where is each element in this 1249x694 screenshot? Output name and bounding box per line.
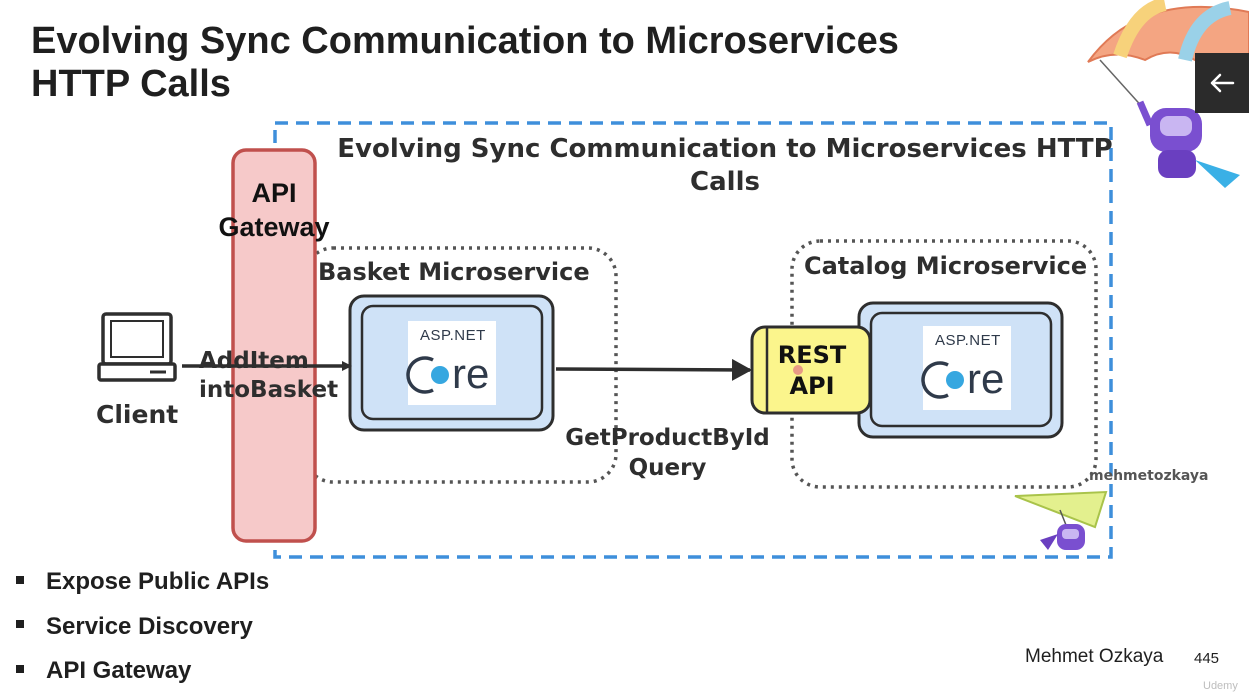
core-text-catalog: re [967,355,1005,402]
basket-microservice-label: Basket Microservice [318,258,590,286]
basket-to-catalog-arrow [555,358,752,381]
client-label: Client [96,400,179,429]
aspnet-label-basket: ASP.NET [420,327,486,344]
basket-boundary [303,246,618,484]
bullet-item: API Gateway [16,649,269,694]
core-text-basket: re [452,350,490,397]
arrow-left-icon [1210,73,1235,93]
bullet-item: Expose Public APIs [16,560,269,605]
api-gateway-pillar [231,148,317,543]
author-name: Mehmet Ozkaya [1025,646,1164,667]
rest-api-box [750,325,872,415]
call-label-line1: AddItem [199,348,309,374]
bullet-square-icon [16,620,24,629]
get-product-query-label: GetProductById Query [555,423,780,483]
slide-title-line1: Evolving Sync Communication to Microserv… [31,20,899,62]
computer-monitor-icon [97,312,177,382]
query-label-line1: GetProductById [565,425,770,451]
core-dot-catalog [946,371,964,389]
slide-title: Evolving Sync Communication to Microserv… [31,20,899,106]
page-number: 445 [1194,650,1220,667]
udemy-watermark: Udemy [1203,680,1238,692]
rest-api-label: REST API [768,340,856,402]
query-label-line2: Query [628,455,707,481]
rest-label-line2: API [789,372,835,400]
api-gateway-label-line2: Gateway [218,212,330,242]
call-label-line2: intoBasket [199,377,339,403]
bullet-square-icon [16,664,24,673]
api-gateway-label: API Gateway [213,176,335,244]
add-item-call-label: AddItem intoBasket [199,347,338,405]
aspnet-label-catalog: ASP.NET [935,332,1001,349]
bullet-text: Expose Public APIs [46,568,270,595]
bullet-text: API Gateway [46,657,192,684]
pointer-dot [793,365,803,375]
bullet-text: Service Discovery [46,612,253,640]
frame-title: Evolving Sync Communication to Microserv… [337,134,1113,197]
api-gateway-label-line1: API [251,178,297,208]
bullet-list: Expose Public APIs Service Discovery API… [16,560,269,694]
diagram-watermark: mehmetozkaya [1089,468,1209,484]
bullet-square-icon [16,575,24,584]
catalog-microservice-label: Catalog Microservice [804,252,1088,280]
rest-label-line1: REST [777,341,847,369]
back-button[interactable] [1195,53,1249,113]
slide-title-line2: HTTP Calls [31,63,231,105]
hang-glider-mascot-icon [1014,490,1108,550]
bullet-item: Service Discovery [16,605,269,650]
core-dot-basket [431,366,449,384]
